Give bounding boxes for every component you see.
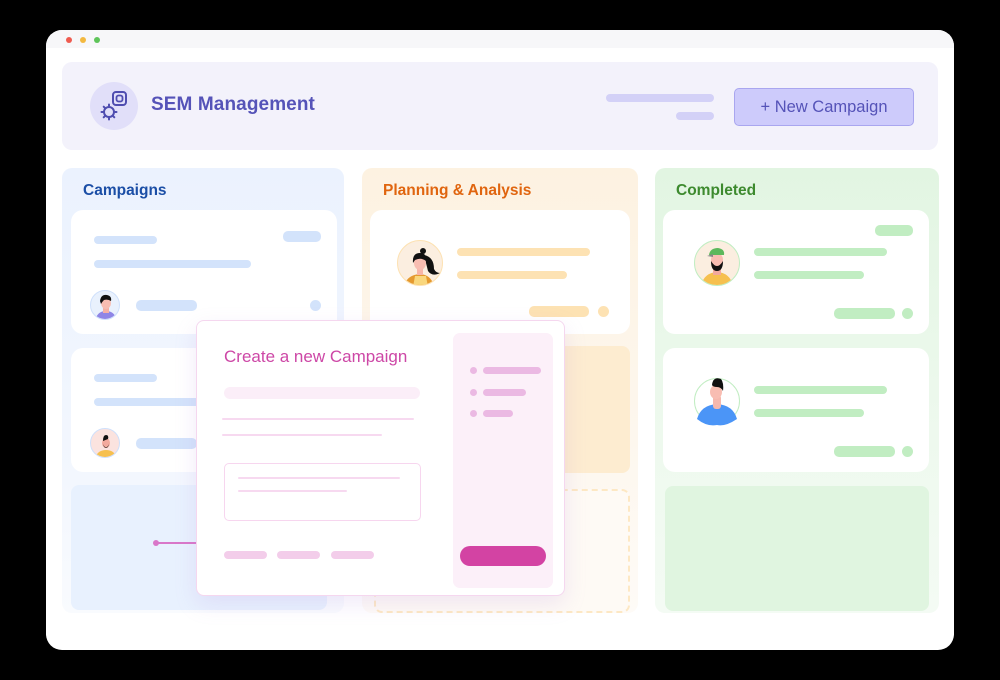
card-description-placeholder — [754, 271, 864, 279]
app-header: SEM Management + New Campaign — [62, 62, 938, 150]
card-description-placeholder — [457, 271, 567, 279]
card-description-placeholder — [94, 260, 251, 268]
create-campaign-modal: Create a new Campaign — [196, 320, 565, 596]
column-title: Completed — [676, 182, 757, 199]
card-assignee-placeholder — [136, 438, 197, 449]
list-bullet — [470, 410, 477, 417]
textarea-line — [238, 477, 400, 479]
card-title-placeholder — [94, 236, 157, 244]
card-description-placeholder — [94, 398, 251, 406]
card-indicator-dot — [310, 300, 321, 311]
option-chip[interactable] — [277, 551, 320, 559]
maximize-window-button[interactable] — [94, 37, 100, 43]
man-blue-shirt-avatar — [694, 378, 740, 426]
modal-sidebar — [453, 333, 553, 588]
completed-card[interactable] — [663, 210, 929, 334]
sidebar-option[interactable] — [483, 410, 513, 417]
app-window: SEM Management + New Campaign Campaigns — [46, 30, 954, 650]
window-titlebar — [46, 30, 954, 48]
card-assignee-placeholder — [529, 306, 589, 317]
card-indicator-dot — [902, 308, 913, 319]
campaign-card[interactable] — [71, 210, 337, 334]
option-chip[interactable] — [224, 551, 267, 559]
planning-card[interactable] — [370, 210, 630, 334]
create-campaign-submit-button[interactable] — [460, 546, 546, 566]
column-title: Campaigns — [83, 182, 167, 199]
textarea-line — [238, 490, 347, 492]
campaign-name-input[interactable] — [224, 387, 420, 399]
header-placeholder-line — [606, 94, 714, 102]
page-title: SEM Management — [151, 94, 315, 115]
card-assignee-placeholder — [834, 308, 895, 319]
option-chip[interactable] — [331, 551, 374, 559]
list-bullet — [470, 389, 477, 396]
form-line — [222, 434, 382, 436]
modal-title: Create a new Campaign — [224, 347, 408, 366]
card-indicator-dot — [902, 446, 913, 457]
man-purple-hoodie-avatar — [90, 290, 120, 320]
card-status-badge — [283, 231, 321, 242]
new-campaign-button[interactable]: + New Campaign — [734, 88, 914, 126]
card-assignee-placeholder — [834, 446, 895, 457]
card-title-placeholder — [94, 374, 157, 382]
header-placeholder-line-short — [676, 112, 714, 120]
close-window-button[interactable] — [66, 37, 72, 43]
woman-orange-jacket-avatar — [397, 240, 443, 286]
card-description-placeholder — [754, 409, 864, 417]
connector-line — [156, 542, 201, 544]
card-title-placeholder — [457, 248, 590, 256]
card-status-badge — [875, 225, 913, 236]
bearded-man-yellow-avatar — [90, 428, 120, 458]
sidebar-option[interactable] — [483, 367, 541, 374]
minimize-window-button[interactable] — [80, 37, 86, 43]
campaign-description-textarea[interactable] — [224, 463, 421, 521]
card-assignee-placeholder — [136, 300, 197, 311]
column-title: Planning & Analysis — [383, 182, 532, 199]
drop-zone — [665, 486, 929, 611]
man-green-cap-avatar — [694, 240, 740, 286]
completed-card[interactable] — [663, 348, 929, 472]
card-indicator-dot — [598, 306, 609, 317]
sidebar-option[interactable] — [483, 389, 526, 396]
list-bullet — [470, 367, 477, 374]
card-title-placeholder — [754, 386, 887, 394]
form-line — [222, 418, 414, 420]
gear-settings-icon — [90, 82, 138, 130]
column-completed: Completed — [655, 168, 939, 613]
card-title-placeholder — [754, 248, 887, 256]
